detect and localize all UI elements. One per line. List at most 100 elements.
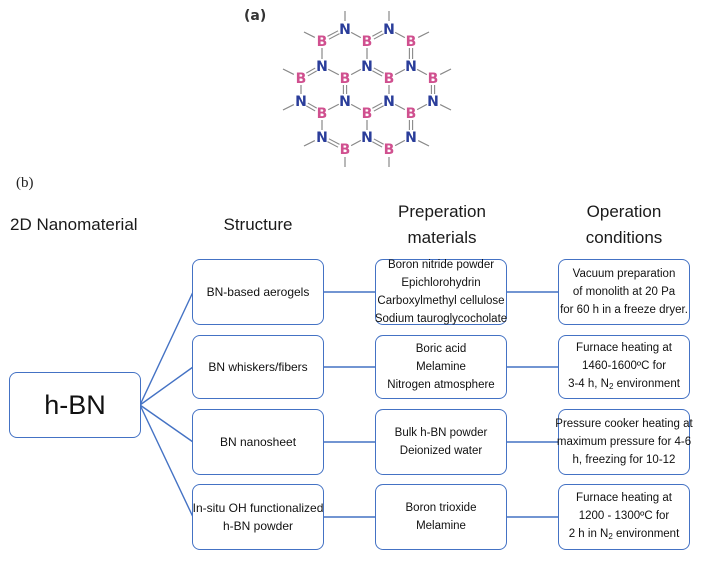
connector-root-row4: [139, 404, 194, 518]
double-bond: [373, 33, 384, 40]
panel-b-label: (b): [16, 175, 34, 191]
terminal-bond: [303, 31, 316, 38]
structure-line: h-BN powder: [222, 519, 294, 533]
subscript: 2: [608, 381, 614, 391]
materials-line: Deionized water: [399, 445, 483, 457]
boron-atom: B: [340, 71, 351, 87]
structure-box-row1: BN-based aerogels: [192, 259, 324, 325]
nitrogen-atom: N: [383, 94, 395, 110]
boron-atom: B: [317, 106, 328, 122]
header-structure: Structure: [223, 215, 293, 234]
conditions-line: Furnace heating at: [576, 341, 672, 354]
double-bond: [372, 141, 383, 148]
nitrogen-atom: N: [405, 130, 417, 146]
single-bond: [394, 68, 406, 76]
header-preparation-materials-line2: materials: [407, 228, 477, 247]
structure-line: BN-based aerogels: [206, 285, 310, 299]
nitrogen-atom: N: [383, 22, 395, 38]
conditions-box-row1: Vacuum preparation of monolith at 20 Pa fo…: [558, 259, 690, 325]
structure-line: In-situ OH functionalized: [192, 501, 324, 515]
materials-line: Boron nitride powder: [387, 259, 495, 271]
conditions-line: 1460-1600ºC for: [581, 359, 667, 372]
nitrogen-atom: N: [405, 59, 417, 75]
conditions-line: Pressure cooker heating at: [555, 418, 693, 430]
double-bond: [328, 138, 340, 145]
terminal-bond: [439, 104, 452, 111]
connector-root-row3: [139, 404, 194, 443]
single-bond: [416, 68, 428, 76]
materials-line: Carboxylmethyl cellulose: [377, 295, 505, 307]
conditions-line: of monolith at 20 Pa: [572, 286, 676, 298]
double-bond: [373, 138, 384, 145]
conditions-line: Furnace heating at: [576, 491, 672, 504]
double-bond: [328, 33, 340, 40]
double-bond: [372, 102, 383, 109]
header-preparation-materials-line1: Preperation: [398, 202, 486, 221]
double-bond: [307, 102, 317, 109]
conditions-line: for 60 h in a freeze dryer.: [560, 304, 688, 316]
header-operation-conditions-line1: Operation: [586, 202, 662, 221]
double-bond: [307, 70, 317, 77]
nitrogen-atom: N: [295, 94, 307, 110]
nitrogen-atom: N: [339, 94, 351, 110]
structure-line: BN nanosheet: [219, 435, 297, 449]
double-bond: [327, 141, 339, 148]
connector-root-row1: [139, 291, 194, 406]
terminal-bond: [303, 140, 316, 147]
boron-atom: B: [317, 34, 328, 50]
conditions-line: 1200 - 1300ºC for: [578, 509, 670, 522]
boron-atom: B: [362, 34, 373, 50]
double-bond: [373, 67, 384, 74]
bonds: [282, 11, 452, 167]
materials-line: Epichlorohydrin: [401, 277, 481, 289]
single-bond: [394, 103, 406, 111]
structure-box-row4: In-situ OH functionalized h-BN powder: [192, 484, 324, 550]
connector-root-row2: [139, 366, 194, 406]
conditions-line: h, freezing for 10-12: [572, 454, 676, 466]
double-bond: [372, 70, 383, 77]
header-operation-conditions: Operation conditions: [552, 199, 696, 251]
terminal-bond: [417, 31, 430, 38]
nitrogen-atom: N: [316, 130, 328, 146]
materials-line: Melamine: [416, 520, 466, 532]
root-node-label: h-BN: [44, 390, 106, 420]
terminal-bond: [282, 104, 295, 111]
nitrogen-atom: N: [361, 130, 373, 146]
boron-atom: B: [428, 71, 439, 87]
single-bond: [416, 103, 428, 111]
header-operation-conditions-line2: conditions: [585, 228, 663, 247]
boron-atom: B: [406, 34, 417, 50]
boron-atom: B: [406, 106, 417, 122]
structure-box-row3: BN nanosheet: [192, 409, 324, 475]
conditions-line: Vacuum preparation: [572, 268, 676, 280]
single-bond: [350, 139, 362, 147]
nitrogen-atom: N: [316, 59, 328, 75]
header-nanomaterial: 2D Nanomaterial: [10, 215, 138, 234]
materials-line: Boron trioxide: [405, 502, 477, 514]
double-bond: [372, 30, 383, 37]
single-bond: [350, 68, 362, 76]
materials-line: Nitrogen atmosphere: [387, 379, 495, 391]
boron-atom: B: [296, 71, 307, 87]
terminal-bond: [282, 68, 295, 75]
double-bond: [306, 105, 316, 112]
nitrogen-atom: N: [339, 22, 351, 38]
terminal-bond: [417, 140, 430, 147]
single-bond: [350, 31, 362, 39]
materials-line: Boric acid: [415, 343, 467, 355]
header-preparation-materials: Preperation materials: [370, 199, 514, 251]
terminal-bond: [439, 68, 452, 75]
single-bond: [394, 31, 406, 39]
materials-line: Bulk h-BN powder: [394, 427, 488, 439]
panel-a-label: (a): [244, 8, 267, 24]
double-bond: [327, 30, 339, 37]
materials-line: Melamine: [416, 361, 466, 373]
materials-line: Sodium tauroglycocholate: [374, 313, 508, 325]
boron-atom: B: [384, 71, 395, 87]
structure-line: BN whiskers/fibers: [208, 360, 308, 374]
